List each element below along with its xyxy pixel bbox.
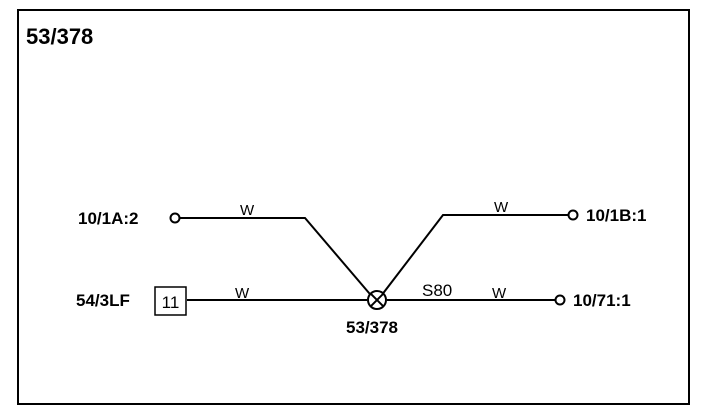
diagram-title: 53/378 bbox=[26, 24, 93, 49]
pin-box bbox=[154, 286, 187, 316]
wire-left-top bbox=[180, 217, 376, 301]
wire-color-right-bottom: W bbox=[492, 285, 507, 302]
splice-icon bbox=[367, 290, 387, 310]
terminal-right-bottom bbox=[554, 294, 566, 306]
terminal-right-top bbox=[567, 209, 579, 221]
splice-label: 53/378 bbox=[346, 318, 398, 337]
pin-box-value: 11 bbox=[162, 293, 180, 312]
terminal-left-top bbox=[169, 212, 181, 224]
wire-color-right-top: W bbox=[494, 199, 509, 216]
wire-code-right-bottom: S80 bbox=[422, 281, 452, 300]
diagram-frame bbox=[17, 9, 690, 405]
connector-label-right-bottom: 10/71:1 bbox=[573, 291, 631, 310]
connector-label-right-top: 10/1B:1 bbox=[586, 206, 646, 225]
connector-label-left-bottom: 54/3LF bbox=[76, 291, 130, 310]
wire-color-left-top: W bbox=[240, 202, 255, 219]
wire-right-top bbox=[377, 214, 568, 301]
wire-color-left-bottom: W bbox=[235, 285, 250, 302]
connector-label-left-top: 10/1A:2 bbox=[78, 209, 138, 228]
